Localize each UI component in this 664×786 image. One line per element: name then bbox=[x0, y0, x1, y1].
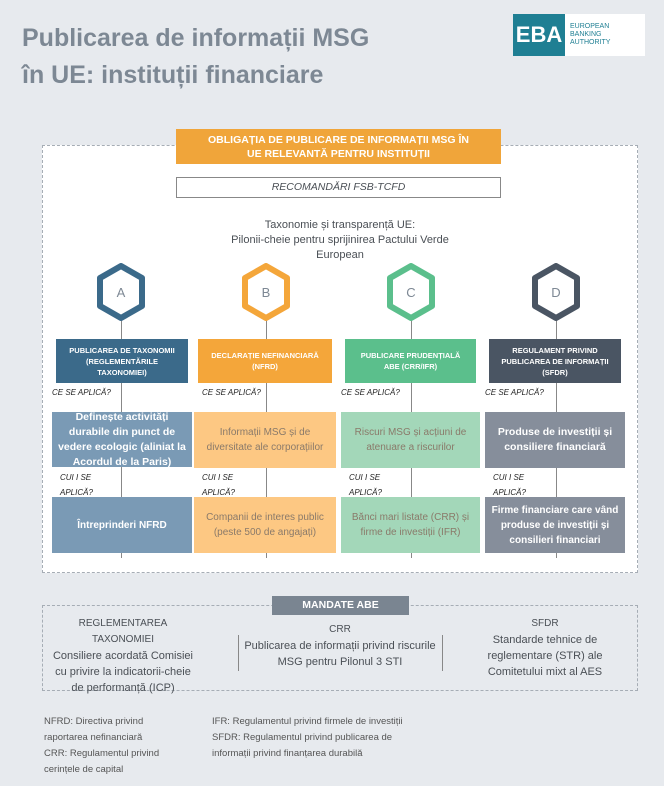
what-text: Produse de investiții și consiliere fina… bbox=[497, 426, 613, 453]
what-text: Definește activități durabile din punct … bbox=[58, 410, 186, 468]
obligation-banner: OBLIGAȚIA DE PUBLICARE DE INFORMAȚII MSG… bbox=[176, 129, 501, 164]
recommendations-box: RECOMANDĂRI FSB-TCFD bbox=[176, 177, 501, 198]
eba-logo: EBA EUROPEAN BANKING AUTHORITY bbox=[513, 14, 645, 56]
pillar-header: DECLARAȚIE NEFINANCIARĂ (NFRD) bbox=[198, 339, 332, 383]
mandates-tab: MANDATE ABE bbox=[272, 596, 409, 615]
divider bbox=[238, 635, 239, 671]
pillar-header-text: DECLARAȚIE NEFINANCIARĂ (NFRD) bbox=[211, 351, 319, 371]
hexagon-icon: D bbox=[532, 263, 580, 321]
mandate-head: CRR bbox=[329, 624, 351, 635]
title-line: în UE: instituții financiare bbox=[22, 61, 324, 89]
subtitle-line: Taxonomie și transparență UE: bbox=[264, 219, 416, 231]
pillar-header-text: PUBLICAREA DE TAXONOMII (REGLEMENTĂRILE … bbox=[69, 345, 175, 377]
what-box: Definește activități durabile din punct … bbox=[52, 410, 192, 468]
pillar-letter: B bbox=[262, 285, 271, 300]
footnotes-left: NFRD: Directiva privind raportarea nefin… bbox=[44, 714, 184, 778]
hexagon-icon: B bbox=[242, 263, 290, 321]
who-text: Companii de interes public (peste 500 de… bbox=[206, 512, 324, 538]
footnote: IFR: Regulamentul privind firmele de inv… bbox=[212, 716, 403, 727]
pillar-letter: C bbox=[406, 285, 415, 300]
page-title: Publicarea de informații MSG în UE: inst… bbox=[22, 20, 369, 94]
who-box: Companii de interes public (peste 500 de… bbox=[194, 497, 336, 553]
mandate-head: SFDR bbox=[531, 618, 559, 629]
hexagon-icon: A bbox=[97, 263, 145, 321]
logo-line: AUTHORITY bbox=[570, 39, 611, 46]
pillar-letter: D bbox=[551, 285, 560, 300]
pillar-header: PUBLICAREA DE TAXONOMII (REGLEMENTĂRILE … bbox=[56, 339, 188, 383]
divider bbox=[442, 635, 443, 671]
mandate-body: Publicarea de informații privind riscuri… bbox=[244, 640, 436, 668]
pillar-header: REGULAMENT PRIVIND PUBLICAREA DE INFORMA… bbox=[489, 339, 621, 383]
what-box: Produse de investiții și consiliere fina… bbox=[485, 412, 625, 468]
who-box: Întreprinderi NFRD bbox=[52, 497, 192, 553]
subtitle-line: European bbox=[316, 249, 364, 261]
who-text: Firme financiare care vând produse de in… bbox=[491, 504, 619, 546]
hexagon-icon: C bbox=[387, 263, 435, 321]
pillar-header: PUBLICARE PRUDENȚIALĂ ABE (CRR/IFR) bbox=[345, 339, 476, 383]
who-text: Întreprinderi NFRD bbox=[77, 519, 167, 531]
who-label: CUI I SE APLICĂ? bbox=[493, 470, 539, 500]
subtitle-line: Pilonii-cheie pentru sprijinirea Pactulu… bbox=[231, 234, 449, 246]
logo-line: BANKING bbox=[570, 31, 602, 38]
pillar-header-text: REGULAMENT PRIVIND PUBLICAREA DE INFORMA… bbox=[501, 345, 609, 377]
footnote: CRR: Regulamentul privind cerințele de c… bbox=[44, 748, 160, 775]
what-label: CE SE APLICĂ? bbox=[202, 385, 261, 400]
banner-line: OBLIGAȚIA DE PUBLICARE DE INFORMAȚII MSG… bbox=[208, 133, 469, 146]
subtitle: Taxonomie și transparență UE: Pilonii-ch… bbox=[200, 218, 480, 263]
what-text: Informații MSG și de diversitate ale cor… bbox=[206, 427, 324, 453]
logo-line: EUROPEAN bbox=[570, 23, 610, 30]
footnotes-right: IFR: Regulamentul privind firmele de inv… bbox=[212, 714, 422, 762]
mandate-crr: CRR Publicarea de informații privind ris… bbox=[240, 622, 440, 670]
what-box: Informații MSG și de diversitate ale cor… bbox=[194, 412, 336, 468]
who-box: Firme financiare care vând produse de in… bbox=[485, 497, 625, 553]
who-label: CUI I SE APLICĂ? bbox=[202, 470, 248, 500]
what-text: Riscuri MSG și acțiuni de atenuare a ris… bbox=[354, 427, 467, 453]
what-label: CE SE APLICĂ? bbox=[52, 385, 111, 400]
pillar-header-text: PUBLICARE PRUDENȚIALĂ ABE (CRR/IFR) bbox=[360, 351, 461, 371]
logo-mark: EBA bbox=[513, 14, 565, 56]
mandate-taxonomy: REGLEMENTAREA TAXONOMIEI Consiliere acor… bbox=[48, 616, 198, 696]
logo-text: EUROPEAN BANKING AUTHORITY bbox=[565, 23, 610, 47]
footnote: NFRD: Directiva privind raportarea nefin… bbox=[44, 716, 144, 743]
footnote: SFDR: Regulamentul privind publicarea de… bbox=[212, 732, 393, 759]
who-label: CUI I SE APLICĂ? bbox=[349, 470, 395, 500]
who-box: Bănci mari listate (CRR) și firme de inv… bbox=[341, 497, 480, 553]
who-label: CUI I SE APLICĂ? bbox=[60, 470, 106, 500]
banner-line: UE RELEVANTĂ PENTRU INSTITUȚII bbox=[247, 147, 430, 160]
what-label: CE SE APLICĂ? bbox=[485, 385, 544, 400]
mandate-body: Consiliere acordată Comisiei cu privire … bbox=[52, 650, 193, 694]
who-text: Bănci mari listate (CRR) și firme de inv… bbox=[351, 512, 470, 538]
what-label: CE SE APLICĂ? bbox=[341, 385, 400, 400]
what-box: Riscuri MSG și acțiuni de atenuare a ris… bbox=[341, 412, 480, 468]
title-line: Publicarea de informații MSG bbox=[22, 24, 370, 52]
pillar-letter: A bbox=[117, 285, 126, 300]
mandate-head: REGLEMENTAREA TAXONOMIEI bbox=[78, 618, 168, 645]
mandate-sfdr: SFDR Standarde tehnice de reglementare (… bbox=[470, 616, 620, 680]
mandate-body: Standarde tehnice de reglementare (STR) … bbox=[487, 634, 603, 678]
